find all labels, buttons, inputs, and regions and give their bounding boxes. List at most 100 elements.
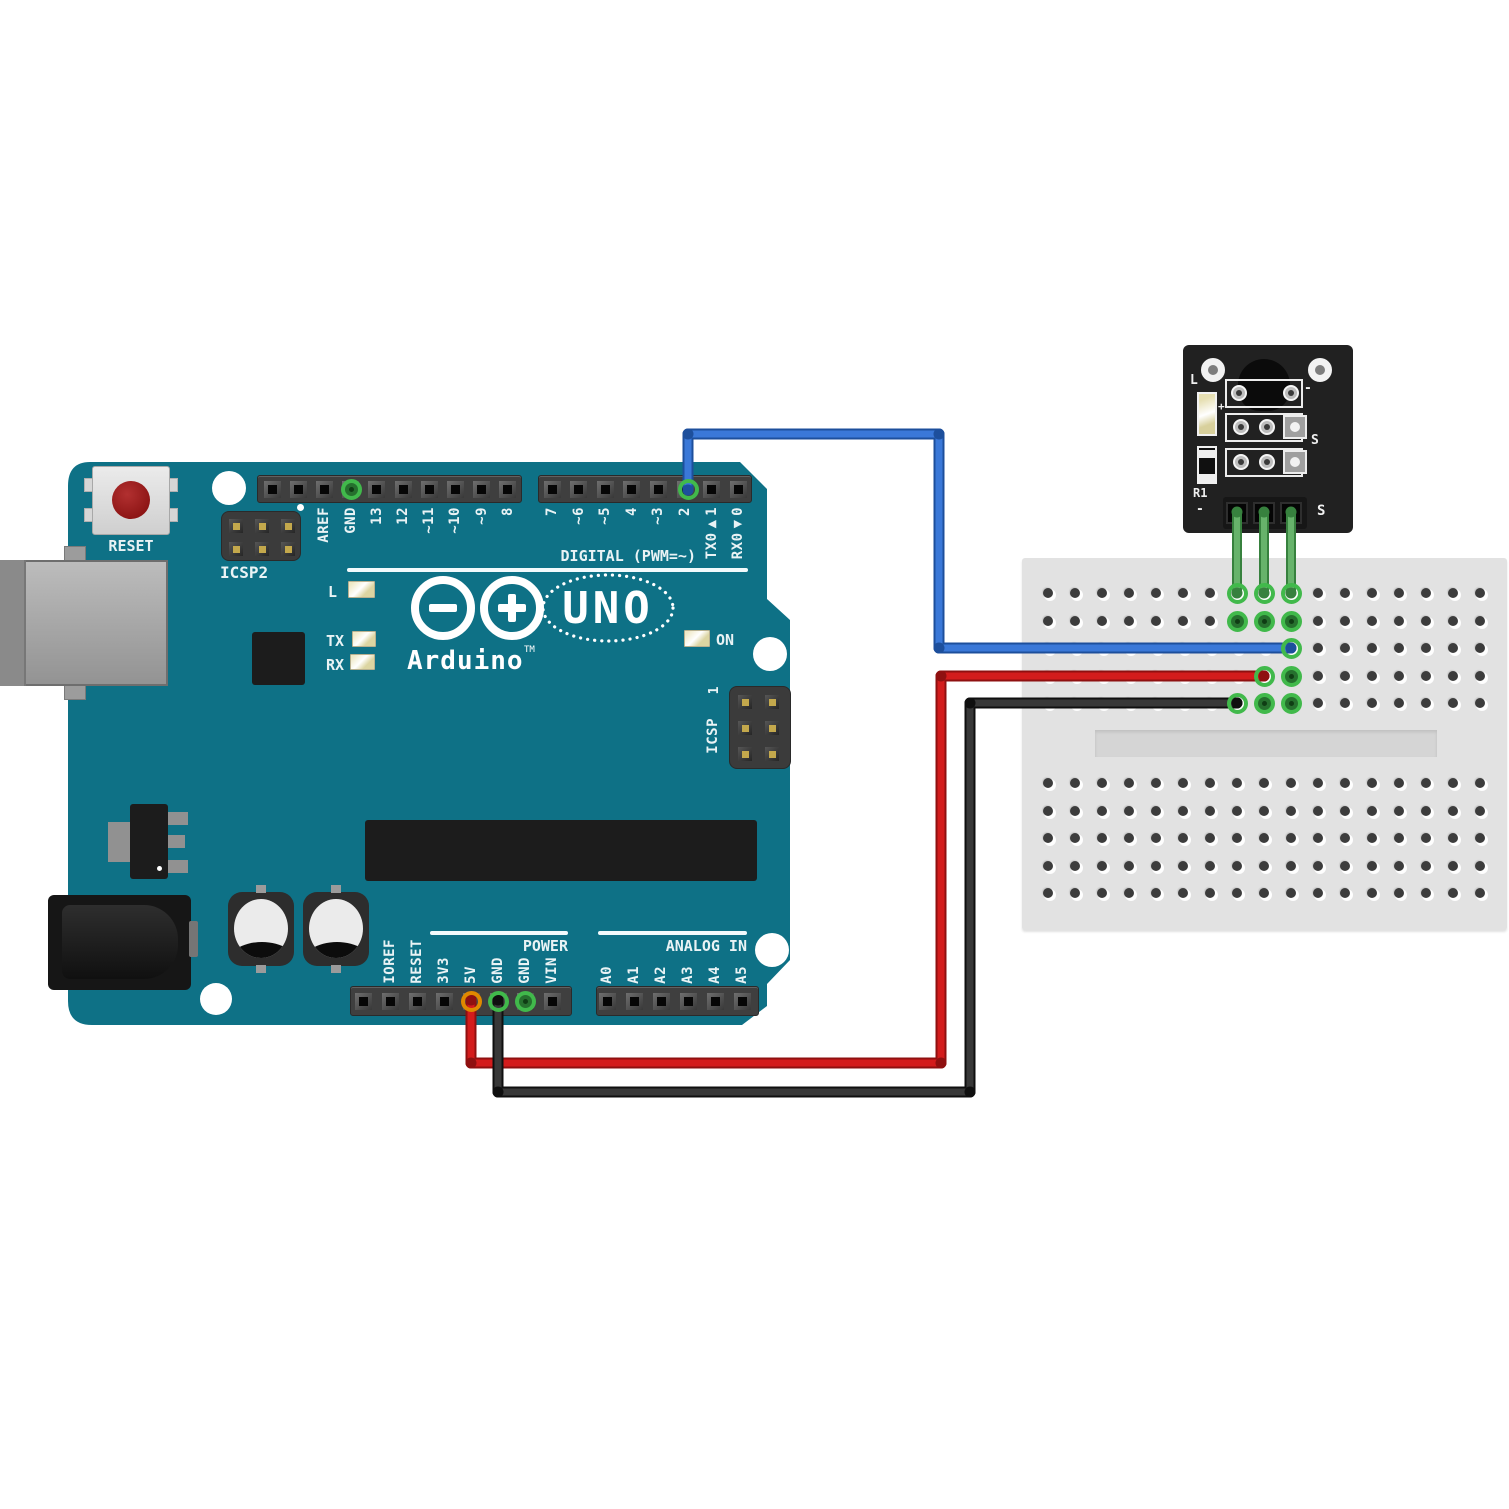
- breadboard-hole[interactable]: [1475, 616, 1485, 626]
- breadboard-hole[interactable]: [1367, 588, 1377, 598]
- breadboard-hole[interactable]: [1124, 588, 1134, 598]
- breadboard-hole[interactable]: [1475, 806, 1485, 816]
- breadboard-hole[interactable]: [1313, 643, 1323, 653]
- signal-wire-blue-bendpoint[interactable]: [933, 428, 945, 440]
- breadboard-hole[interactable]: [1367, 806, 1377, 816]
- breadboard-hole[interactable]: [1070, 806, 1080, 816]
- breadboard-hole[interactable]: [1421, 698, 1431, 708]
- breadboard-hole[interactable]: [1178, 888, 1188, 898]
- breadboard-hole[interactable]: [1151, 888, 1161, 898]
- breadboard-hole[interactable]: [1286, 778, 1296, 788]
- breadboard-hole[interactable]: [1340, 778, 1350, 788]
- breadboard-hole[interactable]: [1178, 778, 1188, 788]
- digital_left-pin-AREF[interactable]: [315, 480, 333, 498]
- breadboard-hole[interactable]: [1151, 643, 1161, 653]
- power-pin-nc0[interactable]: [354, 992, 372, 1010]
- breadboard-hole[interactable]: [1151, 698, 1161, 708]
- breadboard-hole[interactable]: [1394, 616, 1404, 626]
- breadboard-hole[interactable]: [1313, 616, 1323, 626]
- breadboard-hole[interactable]: [1340, 833, 1350, 843]
- breadboard-hole[interactable]: [1205, 588, 1215, 598]
- breadboard-hole[interactable]: [1313, 671, 1323, 681]
- breadboard-hole[interactable]: [1178, 861, 1188, 871]
- breadboard-hole[interactable]: [1097, 778, 1107, 788]
- analog-pin-A2[interactable]: [652, 992, 670, 1010]
- reset-button-cap[interactable]: [112, 481, 150, 519]
- breadboard-hole[interactable]: [1070, 616, 1080, 626]
- breadboard-hole[interactable]: [1313, 861, 1323, 871]
- breadboard-hole[interactable]: [1421, 671, 1431, 681]
- breadboard-hole[interactable]: [1097, 888, 1107, 898]
- breadboard-hole[interactable]: [1232, 833, 1242, 843]
- ground-wire-black-bendpoint[interactable]: [964, 1086, 976, 1098]
- breadboard-hole[interactable]: [1232, 806, 1242, 816]
- breadboard-hole[interactable]: [1097, 616, 1107, 626]
- breadboard-hole[interactable]: [1178, 616, 1188, 626]
- breadboard-hole[interactable]: [1421, 643, 1431, 653]
- breadboard-hole[interactable]: [1097, 588, 1107, 598]
- breadboard-hole[interactable]: [1232, 671, 1242, 681]
- breadboard-hole[interactable]: [1124, 861, 1134, 871]
- digital_left-pin-13[interactable]: [368, 480, 386, 498]
- breadboard-hole[interactable]: [1475, 888, 1485, 898]
- breadboard-hole[interactable]: [1448, 806, 1458, 816]
- signal-wire-blue-bendpoint[interactable]: [682, 428, 694, 440]
- breadboard-hole[interactable]: [1043, 806, 1053, 816]
- digital_left-pin-nc1[interactable]: [289, 480, 307, 498]
- breadboard-hole[interactable]: [1340, 588, 1350, 598]
- breadboard-hole[interactable]: [1286, 888, 1296, 898]
- breadboard-hole[interactable]: [1367, 698, 1377, 708]
- breadboard-hole[interactable]: [1043, 833, 1053, 843]
- digital_left-pin-~10[interactable]: [446, 480, 464, 498]
- digital_left-pin-~11[interactable]: [420, 480, 438, 498]
- ground-wire-black-bendpoint[interactable]: [492, 1086, 504, 1098]
- breadboard-hole[interactable]: [1097, 833, 1107, 843]
- breadboard-hole[interactable]: [1151, 833, 1161, 843]
- breadboard-hole[interactable]: [1070, 833, 1080, 843]
- breadboard-hole[interactable]: [1448, 671, 1458, 681]
- power-pin-IOREF[interactable]: [381, 992, 399, 1010]
- breadboard-hole[interactable]: [1367, 616, 1377, 626]
- usb-connector[interactable]: [0, 560, 168, 686]
- breadboard-hole[interactable]: [1043, 888, 1053, 898]
- breadboard-hole[interactable]: [1340, 671, 1350, 681]
- breadboard-hole[interactable]: [1394, 778, 1404, 788]
- power-wire-red-bendpoint[interactable]: [935, 1057, 947, 1069]
- breadboard-hole[interactable]: [1448, 833, 1458, 843]
- digital_right-pin-7[interactable]: [543, 480, 561, 498]
- breadboard-hole[interactable]: [1070, 698, 1080, 708]
- breadboard-hole[interactable]: [1394, 806, 1404, 816]
- breadboard-hole[interactable]: [1178, 833, 1188, 843]
- breadboard-hole[interactable]: [1448, 861, 1458, 871]
- analog-pin-A4[interactable]: [706, 992, 724, 1010]
- breadboard-hole[interactable]: [1205, 616, 1215, 626]
- analog-pin-A0[interactable]: [598, 992, 616, 1010]
- breadboard-hole[interactable]: [1313, 588, 1323, 598]
- breadboard-hole[interactable]: [1394, 861, 1404, 871]
- breadboard-hole[interactable]: [1097, 643, 1107, 653]
- breadboard-hole[interactable]: [1367, 833, 1377, 843]
- breadboard-hole[interactable]: [1259, 643, 1269, 653]
- breadboard-hole[interactable]: [1286, 861, 1296, 871]
- breadboard-hole[interactable]: [1043, 698, 1053, 708]
- breadboard-hole[interactable]: [1340, 698, 1350, 708]
- breadboard-hole[interactable]: [1151, 861, 1161, 871]
- digital_right-pin-TX0▶1[interactable]: [703, 480, 721, 498]
- breadboard-hole[interactable]: [1043, 861, 1053, 871]
- breadboard-hole[interactable]: [1448, 888, 1458, 898]
- digital_right-pin-~6[interactable]: [570, 480, 588, 498]
- breadboard-hole[interactable]: [1097, 861, 1107, 871]
- breadboard-hole[interactable]: [1448, 778, 1458, 788]
- breadboard-hole[interactable]: [1097, 698, 1107, 708]
- breadboard-hole[interactable]: [1097, 671, 1107, 681]
- breadboard-hole[interactable]: [1178, 643, 1188, 653]
- breadboard-hole[interactable]: [1394, 643, 1404, 653]
- power-pin-3V3[interactable]: [435, 992, 453, 1010]
- breadboard-hole[interactable]: [1178, 588, 1188, 598]
- digital_left-pin-8[interactable]: [499, 480, 517, 498]
- analog-pin-A3[interactable]: [679, 992, 697, 1010]
- power-pin-VIN[interactable]: [543, 992, 561, 1010]
- breadboard-hole[interactable]: [1151, 588, 1161, 598]
- digital_left-pin-~9[interactable]: [473, 480, 491, 498]
- breadboard-hole[interactable]: [1340, 861, 1350, 871]
